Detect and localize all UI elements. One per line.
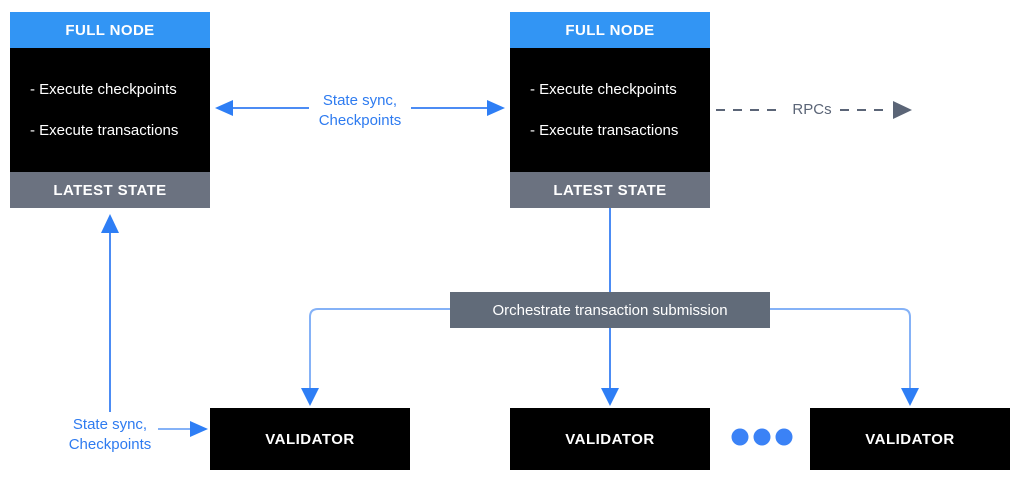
ellipsis-dots-icon	[731, 428, 793, 446]
full-node-left-body-line: - Execute checkpoints	[30, 81, 177, 98]
rpc-dashed-arrow	[716, 101, 912, 119]
full-node-left-body: - Execute checkpoints - Execute transact…	[10, 48, 210, 172]
state-sync-top-label: State sync, Checkpoints	[290, 91, 430, 131]
full-node-right-body-line: - Execute checkpoints	[530, 81, 677, 98]
state-sync-up-arrow	[101, 214, 119, 412]
full-node-right-body: - Execute checkpoints - Execute transact…	[510, 48, 710, 172]
state-sync-double-arrow	[215, 100, 505, 116]
state-sync-left-label-line2: Checkpoints	[68, 436, 152, 453]
full-node-left-body-line: - Execute transactions	[30, 122, 179, 139]
orchestrate-left-branch-arrow	[301, 308, 450, 406]
validator-box-3: VALIDATOR	[810, 408, 1010, 470]
full-node-left-title: FULL NODE	[10, 12, 210, 48]
full-node-right: FULL NODE - Execute checkpoints - Execut…	[510, 12, 710, 208]
rpcs-label: RPCs	[792, 101, 832, 118]
full-node-right-title: FULL NODE	[510, 12, 710, 48]
state-sync-left-label: State sync, Checkpoints	[40, 415, 180, 455]
state-sync-top-label-line1: State sync,	[322, 92, 398, 109]
state-sync-left-label-line1: State sync,	[72, 416, 148, 433]
validator-box-1: VALIDATOR	[210, 408, 410, 470]
state-sync-top-label-line2: Checkpoints	[318, 112, 402, 129]
full-node-left-latest-state: LATEST STATE	[10, 172, 210, 208]
state-sync-right-arrow	[158, 421, 208, 437]
full-node-right-latest-state: LATEST STATE	[510, 172, 710, 208]
validator-box-2: VALIDATOR	[510, 408, 710, 470]
orchestrate-right-branch-arrow	[770, 308, 919, 406]
orchestrate-transaction-submission-box: Orchestrate transaction submission	[450, 292, 770, 328]
full-node-left: FULL NODE - Execute checkpoints - Execut…	[10, 12, 210, 208]
full-node-right-body-line: - Execute transactions	[530, 122, 679, 139]
